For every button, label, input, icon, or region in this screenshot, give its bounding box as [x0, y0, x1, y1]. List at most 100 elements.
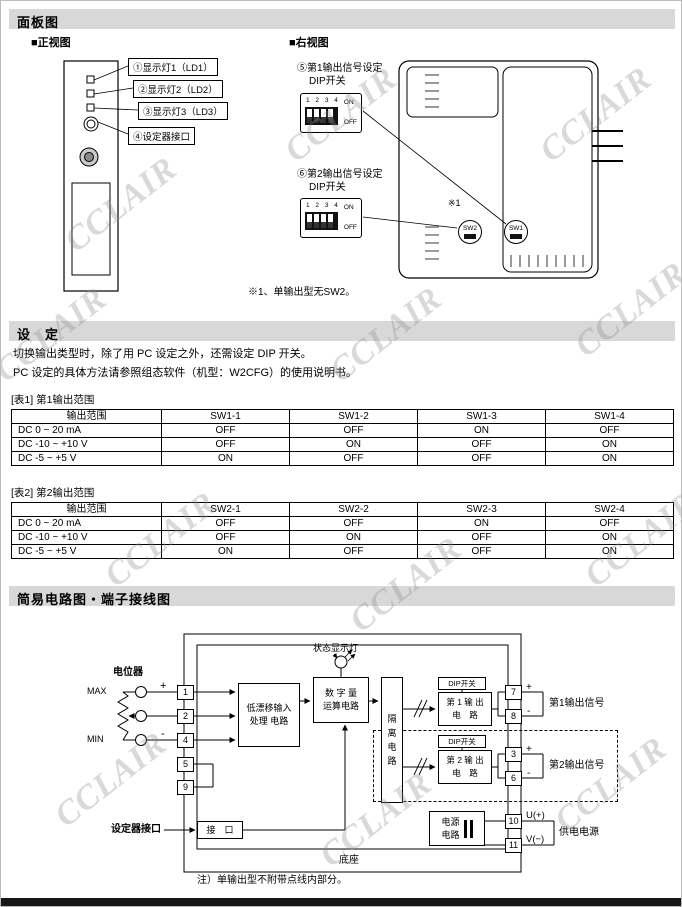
table-cell: ON [545, 437, 674, 452]
out1-minus: - [527, 706, 531, 717]
front-view-drawing [63, 60, 139, 292]
led3-shape [86, 103, 95, 112]
column-header: SW2-1 [161, 502, 290, 517]
block-isolation: 隔离电路 [381, 677, 403, 803]
u-plus-label: U(+) [526, 810, 545, 821]
setter-port-label: 设定器接口 [111, 824, 161, 835]
min-label: MIN [87, 734, 104, 744]
callout-led1: ①显示灯1（LD1） [128, 58, 218, 76]
table-cell: DC -10 ~ +10 V [11, 437, 162, 452]
potentiometer-pin [135, 686, 147, 698]
block-label: DIP开关 [448, 678, 476, 688]
table-cell: OFF [289, 544, 418, 559]
table-cell: DC 0 ~ 20 mA [11, 516, 162, 531]
column-header: SW1-1 [161, 409, 290, 424]
block-label: 电源 [441, 816, 460, 827]
dip-off-label: OFF [343, 119, 357, 126]
block-output2: 第 2 输 出 电 路 [438, 750, 492, 784]
terminal-11: 11 [505, 838, 522, 853]
table-cell: OFF [545, 423, 674, 438]
panel-footnote: ※1、单输出型无SW2。 [248, 287, 356, 298]
supply-label: 供电电源 [559, 827, 599, 838]
table-cell: ON [289, 530, 418, 545]
signal2-label: 第2输出信号 [549, 760, 605, 771]
callout-dip2-line2: DIP开关 [309, 182, 346, 193]
status-label-arrow [332, 653, 338, 659]
sw1-switch-marker: SW1 [504, 220, 528, 244]
page-footer-bar [1, 898, 681, 906]
block-label: 电路 [441, 829, 460, 840]
terminal-1: 1 [177, 685, 194, 700]
table-cell: ON [545, 544, 674, 559]
table-cell: DC -5 ~ +5 V [11, 451, 162, 466]
section-title-circuit: 简易电路图・端子接线图 [9, 586, 675, 607]
table1-caption: [表1] 第1输出范围 [11, 394, 95, 406]
dip-switch-lever [314, 109, 319, 123]
column-header: SW2-2 [289, 502, 418, 517]
terminal-3: 3 [505, 747, 522, 762]
watermark-text: CCLAIR [58, 149, 184, 260]
block-dip-switch-1: DIP开关 [438, 677, 486, 690]
output-range-table-1: 输出范围 SW1-1 SW1-2 SW1-3 SW1-4 DC 0 ~ 20 m… [11, 409, 674, 466]
table-cell: ON [161, 544, 290, 559]
watermark-text: CCLAIR [48, 724, 174, 835]
block-label: 电 路 [452, 768, 478, 778]
block-label: 接 口 [206, 824, 234, 835]
dip-switch-graphic-1: 1 2 3 4 ON OFF [300, 93, 362, 133]
v-minus-label: V(−) [526, 834, 545, 845]
dip-switch-lever [321, 109, 326, 123]
dip-callout-lines [362, 110, 507, 229]
table-row: DC 0 ~ 20 mA OFF OFF ON OFF [11, 423, 674, 438]
callout-setter-port: ④设定器接口 [128, 127, 196, 145]
table2-caption: [表2] 第2输出范围 [11, 487, 95, 499]
setter-connector-shape [83, 116, 99, 132]
side-pins [592, 130, 623, 162]
table-cell: OFF [417, 437, 546, 452]
table-cell: OFF [545, 516, 674, 531]
dip-switch-lever [307, 109, 312, 123]
sw2-label: SW2 [462, 225, 478, 232]
column-header: SW1-3 [417, 409, 546, 424]
section-title-setting: 设 定 [9, 321, 675, 342]
terminal-8: 8 [505, 709, 522, 724]
table-header-row: 输出范围 SW2-1 SW2-2 SW2-3 SW2-4 [11, 502, 674, 517]
table-row: DC 0 ~ 20 mA OFF OFF ON OFF [11, 516, 674, 531]
table-cell: ON [289, 437, 418, 452]
callout-dip1-line2: DIP开关 [309, 76, 346, 87]
block-output1: 第 1 输 出 电 路 [438, 692, 492, 726]
table-cell: ON [417, 516, 546, 531]
block-digital-calc: 数 字 量 运算电路 [313, 677, 369, 723]
front-screw-inner [84, 152, 94, 162]
block-label: 数 字 量 [324, 688, 357, 698]
table-cell: OFF [289, 451, 418, 466]
block-label: 隔离电路 [387, 714, 397, 766]
table-header-row: 输出范围 SW1-1 SW1-2 SW1-3 SW1-4 [11, 409, 674, 424]
terminal-6: 6 [505, 771, 522, 786]
block-label: 处理 电路 [249, 716, 289, 726]
dip-numbers: 1 2 3 4 [306, 202, 340, 209]
callout-led2: ②显示灯2（LD2） [133, 80, 223, 98]
dip-off-label: OFF [343, 224, 357, 231]
polarity-plus: + [160, 680, 167, 692]
table-row: DC -5 ~ +5 V ON OFF OFF ON [11, 451, 674, 466]
table-row: DC -10 ~ +10 V OFF ON OFF ON [11, 437, 674, 452]
table-cell: ON [417, 423, 546, 438]
transformer-icon [463, 819, 473, 838]
front-device-outline [63, 60, 119, 292]
output-range-table-2: 输出范围 SW2-1 SW2-2 SW2-3 SW2-4 DC 0 ~ 20 m… [11, 502, 674, 559]
right-view-heading: ■右视图 [289, 37, 329, 49]
callout-leader-lines [93, 65, 139, 135]
right-view-drawing [362, 60, 623, 279]
terminal-5: 5 [177, 757, 194, 772]
dip-switch-lever [307, 214, 312, 228]
block-label: 低漂移输入 [246, 703, 292, 713]
block-label: 运算电路 [322, 701, 359, 711]
resistor-zigzag [117, 691, 129, 741]
ref-mark-1: ※1 [448, 198, 461, 208]
dip-switch-lever [328, 109, 333, 123]
watermark-text: CCLAIR [533, 59, 659, 170]
block-power: 电源 电路 [429, 811, 485, 846]
dip-on-label: ON [343, 99, 354, 106]
terminal-9: 9 [177, 780, 194, 795]
